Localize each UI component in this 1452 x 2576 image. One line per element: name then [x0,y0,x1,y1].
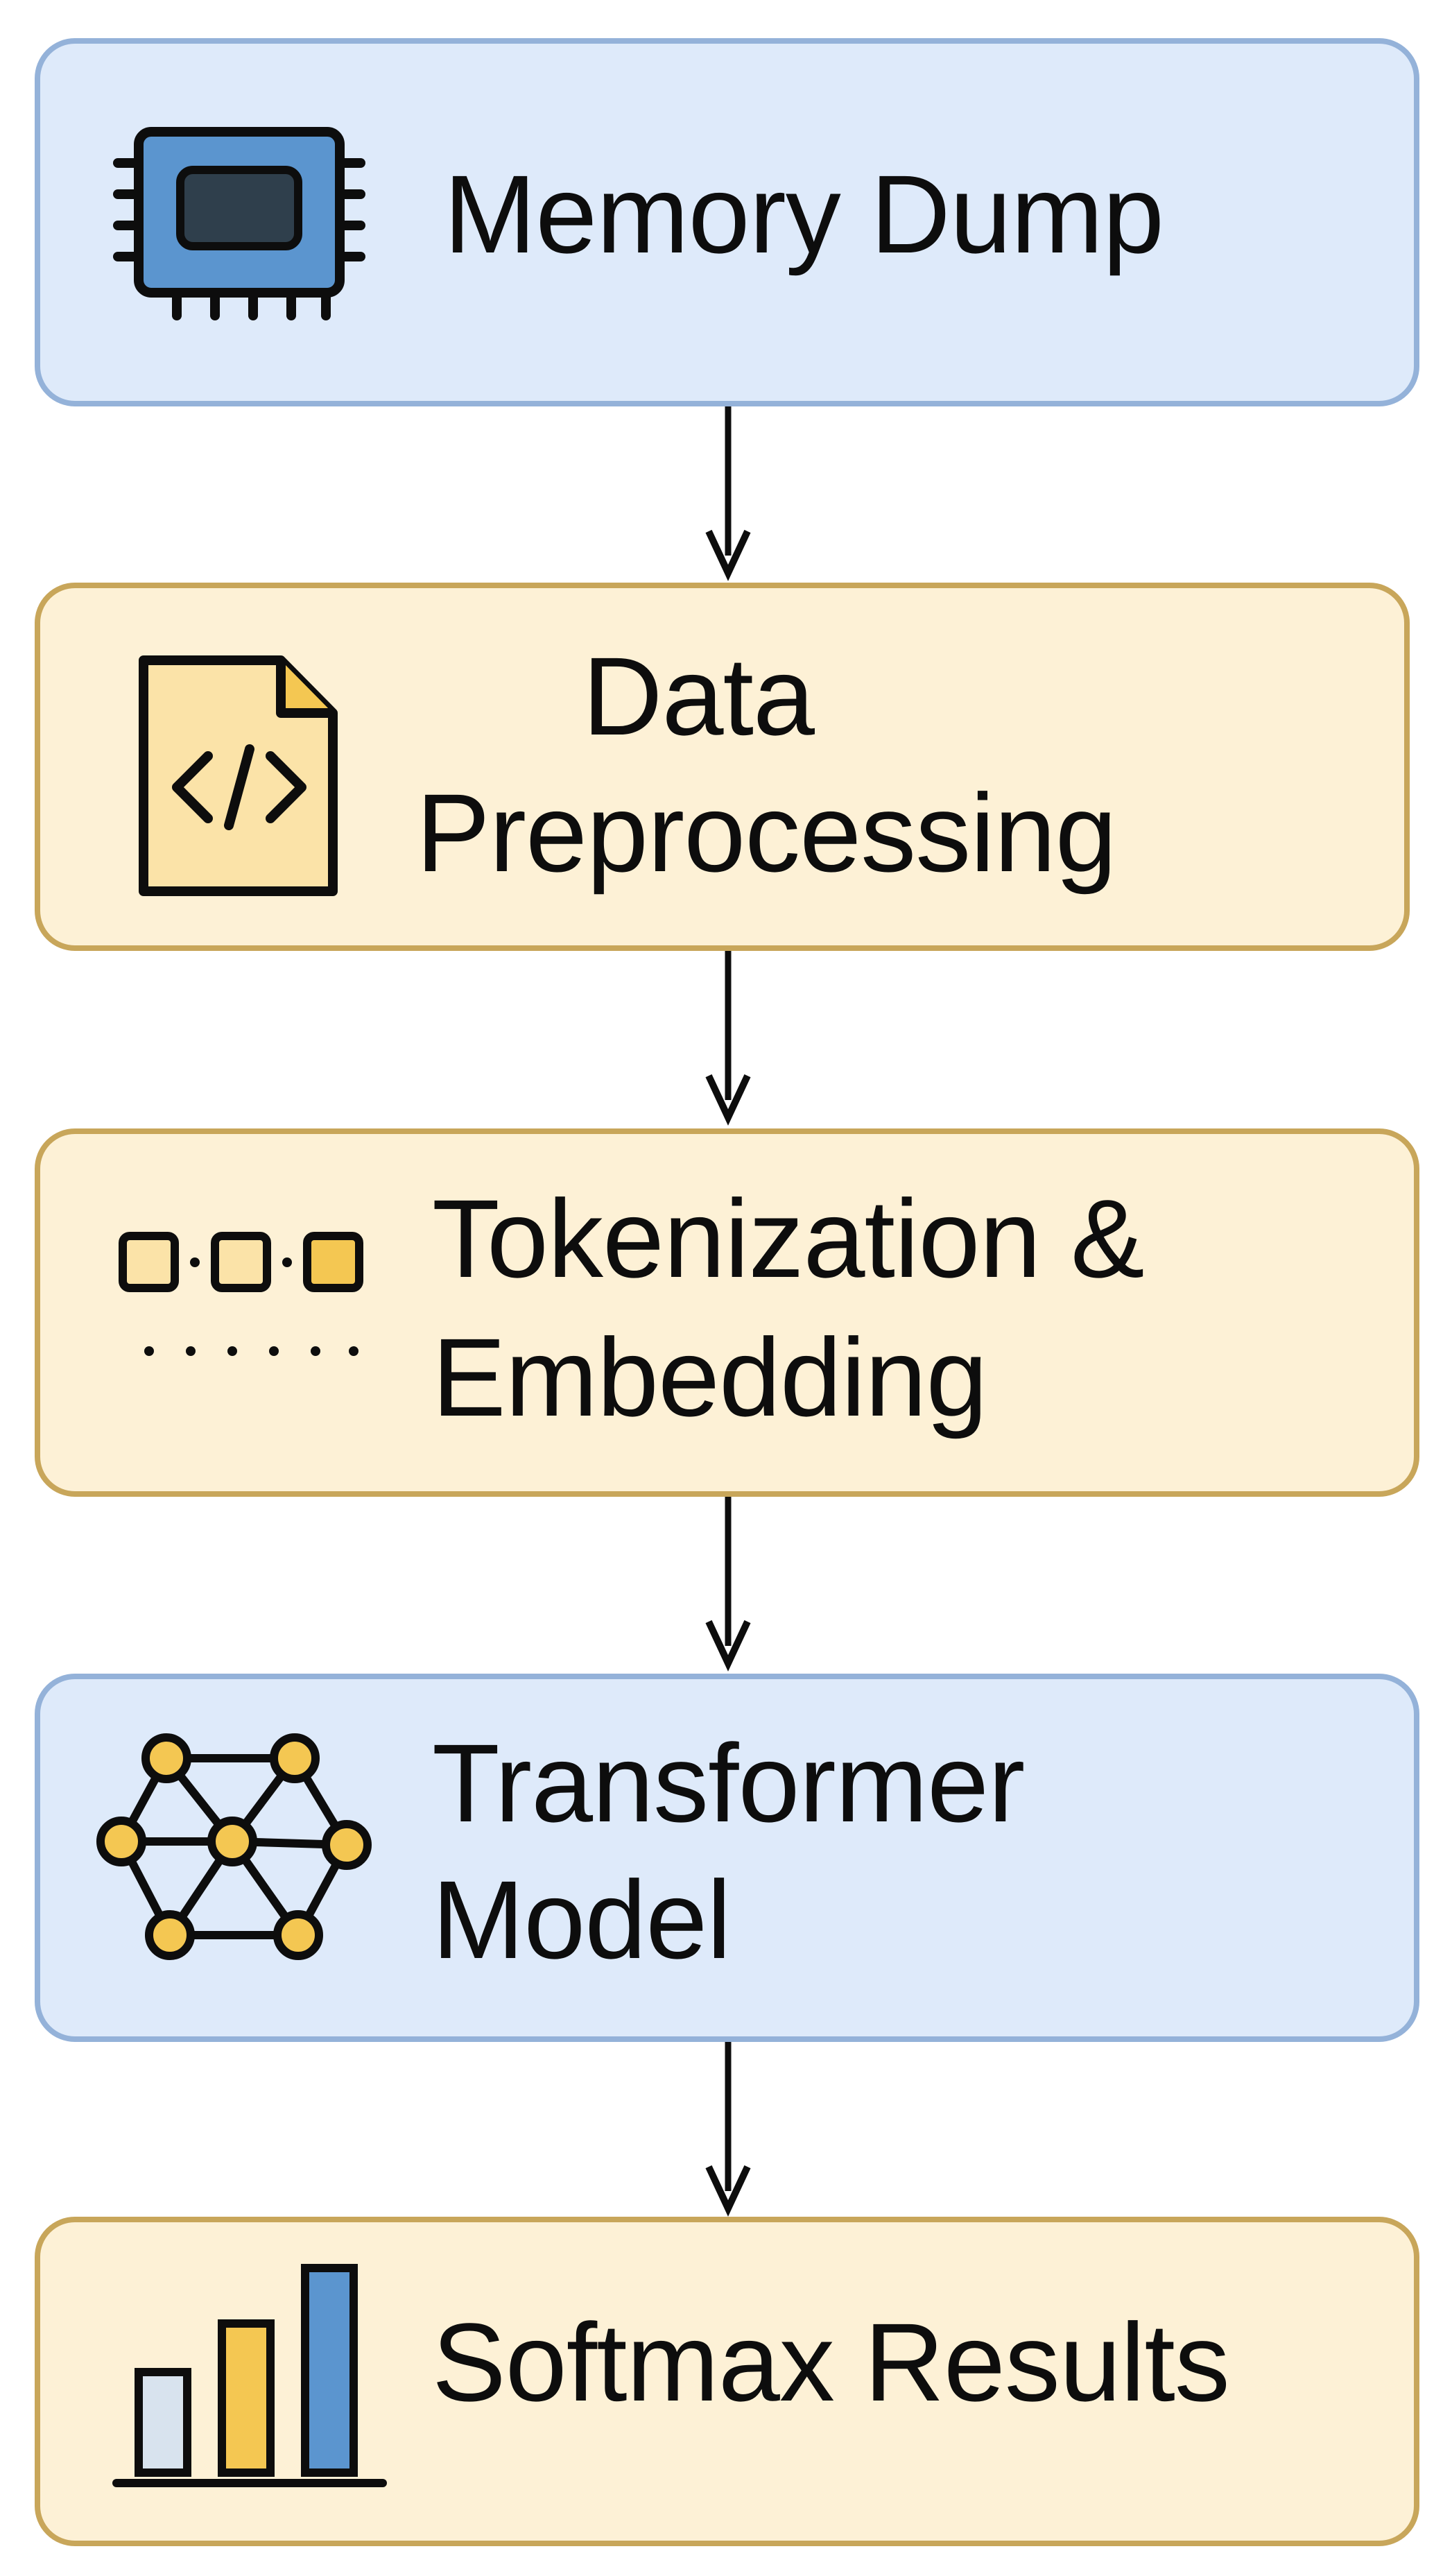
step-label-transformer-line2: Model [432,1857,732,1982]
flow-arrow-4 [705,2042,751,2217]
flow-arrow-1 [705,406,751,581]
code-file-icon [139,655,338,896]
bar-chart-icon [112,2264,387,2487]
step-label-memory-dump: Memory Dump [444,152,1164,276]
step-label-tokenization-line1: Tokenization & [432,1176,1145,1300]
step-label-softmax-results: Softmax Results [432,2300,1230,2424]
step-label-tokenization-line2: Embedding [432,1315,987,1439]
step-tokenization-embedding [35,1128,1419,1497]
flow-arrow-2 [705,951,751,1126]
flow-arrow-3 [705,1497,751,1672]
token-sequence-icon [119,1232,363,1356]
memory-chip-icon [113,127,365,320]
step-label-data-preprocessing-line2: Preprocessing [416,771,1117,895]
step-label-transformer-line1: Transformer [432,1721,1025,1845]
neural-network-icon [96,1733,372,1960]
step-transformer-model [35,1674,1419,2042]
step-label-data-preprocessing-line1: Data [582,634,815,758]
